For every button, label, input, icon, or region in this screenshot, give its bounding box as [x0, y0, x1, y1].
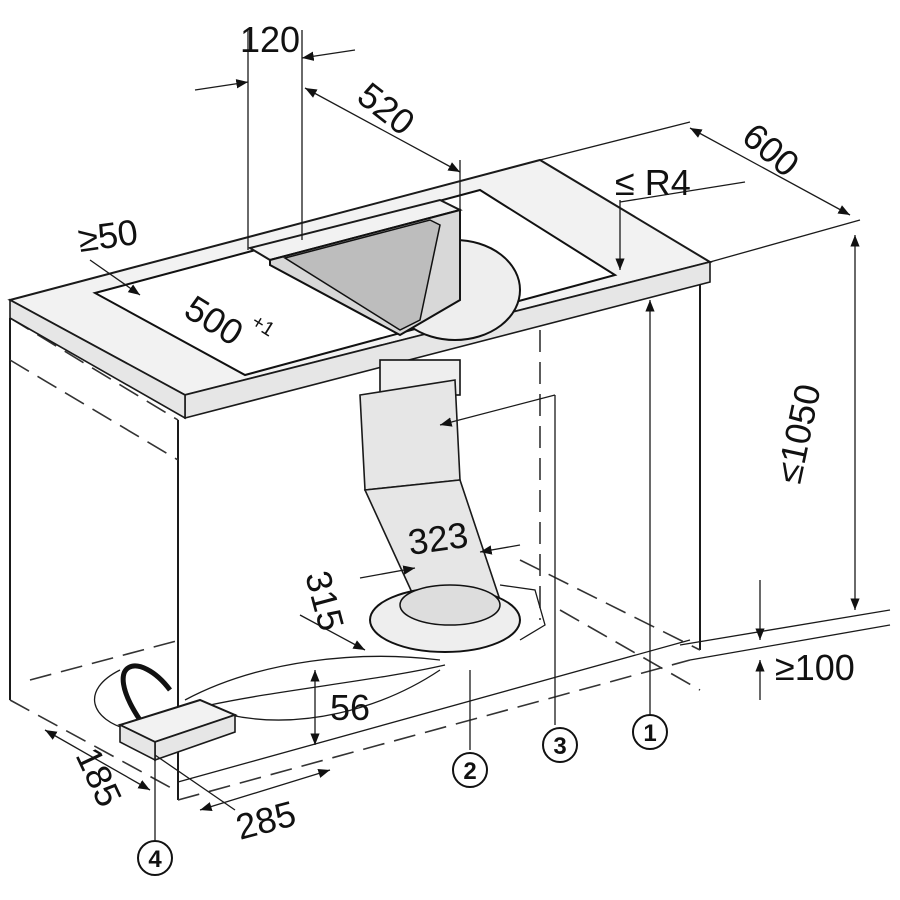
callout-3: 3: [542, 727, 578, 763]
dim-min-100: ≥100: [775, 647, 855, 688]
cables: [93, 655, 446, 731]
dim-520: 520: [350, 74, 423, 143]
svg-text:2: 2: [463, 758, 476, 785]
dimension-labels: 120 520 600 ≤ R4 ≥50 500 +1 ≤1050 323 31…: [68, 19, 855, 848]
dim-323: 323: [405, 514, 470, 563]
control-box: [117, 698, 238, 762]
dim-185: 185: [68, 741, 131, 813]
dim-56: 56: [330, 687, 370, 728]
dim-1050: ≤1050: [768, 380, 829, 486]
downdraft-hood: [247, 198, 546, 653]
dim-min-50: ≥50: [75, 211, 140, 260]
dim-radius: ≤ R4: [615, 162, 691, 203]
svg-text:3: 3: [553, 733, 566, 760]
dimension-lines: [44, 30, 861, 840]
dim-120: 120: [240, 19, 300, 60]
callout-1: 1: [632, 714, 668, 750]
callout-4: 4: [137, 840, 173, 876]
dim-285: 285: [231, 793, 300, 848]
cabinet: [9, 282, 891, 801]
svg-text:1: 1: [643, 720, 656, 747]
svg-text:4: 4: [148, 846, 162, 873]
callout-2: 2: [452, 752, 488, 788]
dim-600: 600: [735, 115, 807, 185]
dim-315: 315: [297, 566, 352, 635]
